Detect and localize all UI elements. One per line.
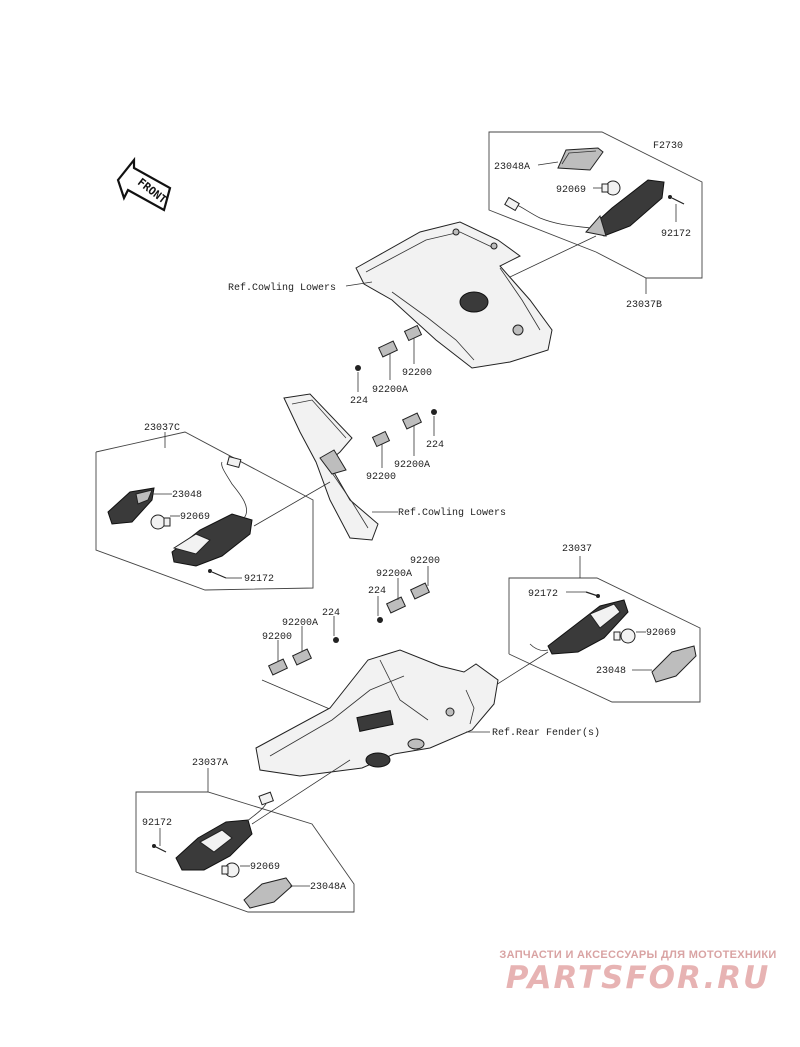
group-box-23037C	[95, 431, 314, 591]
bulb-92069-right	[620, 628, 636, 644]
part-number-92200-lower-right: 92200	[410, 556, 440, 567]
nut-92200A-middle	[401, 412, 423, 430]
grommet-92200-upper	[403, 324, 423, 342]
figure-code: F2730	[653, 141, 683, 152]
bulb-92069-left	[150, 514, 166, 530]
lower-fasteners-left: 92200 92200A 224	[261, 608, 361, 723]
lower-fasteners-right: 92200 92200A 224	[368, 556, 440, 623]
part-number-92172-top: 92172	[661, 229, 691, 240]
grommet-92200-lower-right	[409, 582, 431, 600]
ref-cowling-middle: Ref.Cowling Lowers	[398, 507, 506, 519]
watermark-caption: ЗАПЧАСТИ И АКСЕССУАРЫ ДЛЯ МОТОТЕХНИКИ	[499, 949, 777, 961]
cowling-upper: Ref.Cowling Lowers	[228, 221, 553, 369]
part-number-23048A-top: 23048A	[494, 162, 530, 173]
part-number-92200A-lower-left: 92200A	[282, 618, 318, 629]
part-number-92172-left: 92172	[244, 574, 274, 585]
upper-fasteners: 92200 92200A 224	[350, 324, 432, 407]
part-number-92200-middle: 92200	[366, 472, 396, 483]
part-number-224-lower-left: 224	[322, 608, 340, 619]
part-number-92200-upper: 92200	[402, 368, 432, 379]
cowling-upper-hole	[459, 291, 489, 313]
screw-224-lower-left	[333, 637, 339, 643]
lens-23048-right	[651, 645, 697, 683]
lens-23048A-top	[557, 147, 604, 171]
grommet-92200-lower-left	[267, 658, 289, 676]
part-number-224-middle: 224	[426, 440, 444, 451]
part-number-23037B: 23037B	[626, 300, 662, 311]
part-number-92200A-lower-right: 92200A	[376, 569, 412, 580]
rear-fender-hole	[365, 752, 391, 768]
grommet-92200-middle	[371, 430, 391, 448]
part-number-92069-right: 92069	[646, 628, 676, 639]
part-number-92172-bottom: 92172	[142, 818, 172, 829]
nut-92200A-lower-left	[291, 648, 313, 666]
turn-signal-housing-top	[589, 179, 665, 237]
part-number-92069-top: 92069	[556, 185, 586, 196]
assembly-23037A: 23037A 92172 92069 23048A	[135, 758, 355, 913]
part-number-23048-right: 23048	[596, 666, 626, 677]
rear-fender: Ref.Rear Fender(s)	[255, 649, 600, 777]
part-number-92069-left: 92069	[180, 512, 210, 523]
assembly-23037C: 23037C 23048 92069 92172	[95, 423, 331, 591]
screw-224-middle	[431, 409, 437, 415]
part-number-92172-right: 92172	[528, 589, 558, 600]
part-number-92069-bottom: 92069	[250, 862, 280, 873]
part-number-224-upper: 224	[350, 396, 368, 407]
group-box-23037A	[135, 791, 355, 913]
part-number-23037C: 23037C	[144, 423, 180, 434]
part-number-92200A-middle: 92200A	[394, 460, 430, 471]
front-direction-arrow: FRONT	[116, 156, 172, 212]
cowling-middle: Ref.Cowling Lowers	[283, 393, 506, 541]
assembly-23037B: 23037B 23048A 92069 92172	[469, 131, 703, 311]
part-number-224-lower-right: 224	[368, 586, 386, 597]
lens-23048A-bottom	[243, 877, 293, 909]
part-number-92200-lower-left: 92200	[262, 632, 292, 643]
nut-92200A-upper	[377, 340, 399, 358]
part-number-23037: 23037	[562, 544, 592, 555]
group-box-23037	[508, 577, 701, 703]
part-number-23048-left: 23048	[172, 490, 202, 501]
ref-cowling-upper: Ref.Cowling Lowers	[228, 282, 336, 294]
cowling-middle-body	[283, 393, 379, 541]
part-number-92200A-upper: 92200A	[372, 385, 408, 396]
ref-rear-fender: Ref.Rear Fender(s)	[492, 727, 600, 739]
part-number-23037A: 23037A	[192, 758, 228, 769]
part-number-23048A-bottom: 23048A	[310, 882, 346, 893]
watermark: ЗАПЧАСТИ И АКСЕССУАРЫ ДЛЯ МОТОТЕХНИКИ PA…	[488, 949, 788, 995]
screw-224-lower-right	[377, 617, 383, 623]
nut-92200A-lower-right	[385, 596, 407, 614]
cowling-upper-body	[355, 221, 553, 369]
assembly-23037: 23037 92172 92069 23048	[487, 544, 701, 703]
watermark-logo: PARTSFOR.RU	[505, 960, 771, 996]
middle-fasteners: 92200 92200A 224	[366, 409, 444, 483]
screw-224-upper	[355, 365, 361, 371]
